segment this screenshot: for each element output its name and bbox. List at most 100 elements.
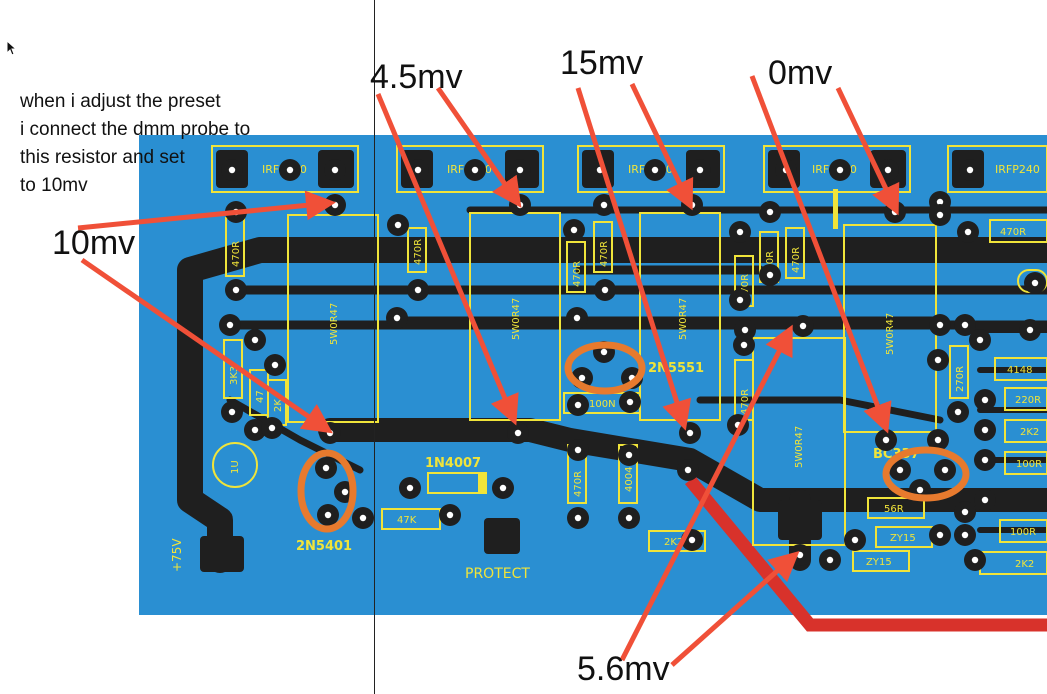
window-divider — [374, 0, 375, 694]
pad-hole — [331, 201, 339, 209]
pad-hole — [251, 426, 259, 434]
diode-label-4004: 4004 — [624, 467, 635, 492]
resistor-label-100r-a: 100R — [1016, 459, 1042, 470]
pad-hole — [741, 326, 749, 334]
resistor-label-470r-5: 470R — [740, 274, 751, 300]
pad-hole — [1031, 279, 1039, 287]
resistor-label-47k: 47K — [397, 515, 417, 526]
pad-hole — [966, 166, 974, 174]
pad-hole — [961, 531, 969, 539]
pad-hole — [471, 166, 479, 174]
pad-hole — [414, 286, 422, 294]
pad-hole — [916, 486, 924, 494]
pad-hole — [446, 511, 454, 519]
pad-hole — [625, 514, 633, 522]
resistor-label-47: 47 — [255, 390, 266, 403]
resistor-label-470r-6: 470R — [765, 251, 776, 277]
pad-hole — [766, 271, 774, 279]
resistor-label-470r-7: 470R — [791, 247, 802, 273]
pad-hole — [326, 429, 334, 437]
pad-hole — [696, 166, 704, 174]
pad-hole — [954, 408, 962, 416]
pad-hole — [228, 166, 236, 174]
pad-hole — [600, 348, 608, 356]
pad-hole — [836, 166, 844, 174]
note-line-4: to 10mv — [20, 175, 88, 196]
pad-hole — [286, 166, 294, 174]
note-line-2: i connect the dmm probe to — [20, 119, 251, 140]
pad-hole — [601, 286, 609, 294]
resistor-label-100r-b: 100R — [1010, 527, 1036, 538]
resistor-label-470r-8: 470R — [740, 389, 751, 415]
resistor-label-220r: 220R — [1015, 395, 1041, 406]
protect-label: PROTECT — [465, 566, 530, 582]
pad-hole — [251, 336, 259, 344]
note-line-1: when i adjust the preset — [20, 91, 221, 112]
pad-hole — [570, 226, 578, 234]
pad-hole — [936, 531, 944, 539]
pad-hole — [936, 321, 944, 329]
pad-hole — [936, 198, 944, 206]
pad-hole — [976, 336, 984, 344]
diode-label-1n4007: 1N4007 — [425, 456, 481, 471]
pad-hole — [684, 466, 692, 474]
pad-hole — [393, 314, 401, 322]
pad-hole — [578, 374, 586, 382]
emitter-resistor-label-5: 5W0R47 — [885, 313, 896, 355]
pad-hole — [1026, 326, 1034, 334]
pad-hole — [651, 166, 659, 174]
pad-hole — [981, 396, 989, 404]
reading-10mv: 10mv — [52, 224, 136, 262]
pad-hole — [981, 456, 989, 464]
reading-4-5mv: 4.5mv — [370, 58, 463, 96]
resistor-label-470r-4: 470R — [599, 241, 610, 267]
pad-hole — [961, 508, 969, 516]
reading-15mv: 15mv — [560, 44, 644, 82]
pad-hole — [686, 429, 694, 437]
resistor-label-470r-right: 470R — [1000, 227, 1026, 238]
pad-hole — [226, 321, 234, 329]
resistor-label-470r-2: 470R — [413, 239, 424, 265]
resistor-label-2k: 2K — [273, 399, 284, 412]
resistor-label-470r-9: 470R — [573, 471, 584, 497]
pad-hole — [740, 341, 748, 349]
diode-band — [478, 473, 486, 493]
diode-label-4148: 4148 — [1007, 365, 1032, 376]
pad-hole — [324, 511, 332, 519]
pad-hole — [799, 322, 807, 330]
pad-hole — [406, 484, 414, 492]
pad-hole — [766, 208, 774, 216]
pad-hole — [981, 426, 989, 434]
pad-hole — [961, 321, 969, 329]
pad-hole — [688, 536, 696, 544]
zener-label-a: ZY15 — [890, 533, 916, 544]
pad-hole — [359, 514, 367, 522]
pad-hole — [499, 484, 507, 492]
transistor-label-2n5551: 2N5551 — [648, 361, 704, 376]
pad-hole — [971, 556, 979, 564]
resistor-label-2k2-c: 2K2 — [1015, 559, 1034, 570]
pad-hole — [574, 401, 582, 409]
pad-hole — [228, 408, 236, 416]
pad-hole — [736, 228, 744, 236]
note-line-3: this resistor and set — [20, 147, 185, 168]
pad-hole — [331, 166, 339, 174]
cap-label-100n: 100N — [589, 399, 616, 410]
pad-hole — [964, 228, 972, 236]
resistor-label-56r: 56R — [884, 504, 904, 515]
resistor-label-470r-3: 470R — [572, 261, 583, 287]
pad-hole — [936, 211, 944, 219]
note-text: when i adjust the preset i connect the d… — [20, 88, 250, 200]
red-wire — [684, 475, 1047, 632]
pad-hole — [934, 436, 942, 444]
pad-hole — [896, 466, 904, 474]
pad-hole — [600, 201, 608, 209]
annotation-arrows — [77, 75, 900, 667]
pad-hole — [394, 221, 402, 229]
pad-hole — [736, 296, 744, 304]
pad-hole — [796, 551, 804, 559]
cap-label-1u: 1U — [230, 460, 241, 474]
pad-hole — [626, 398, 634, 406]
pad-hole — [625, 451, 633, 459]
pad-hole — [884, 166, 892, 174]
